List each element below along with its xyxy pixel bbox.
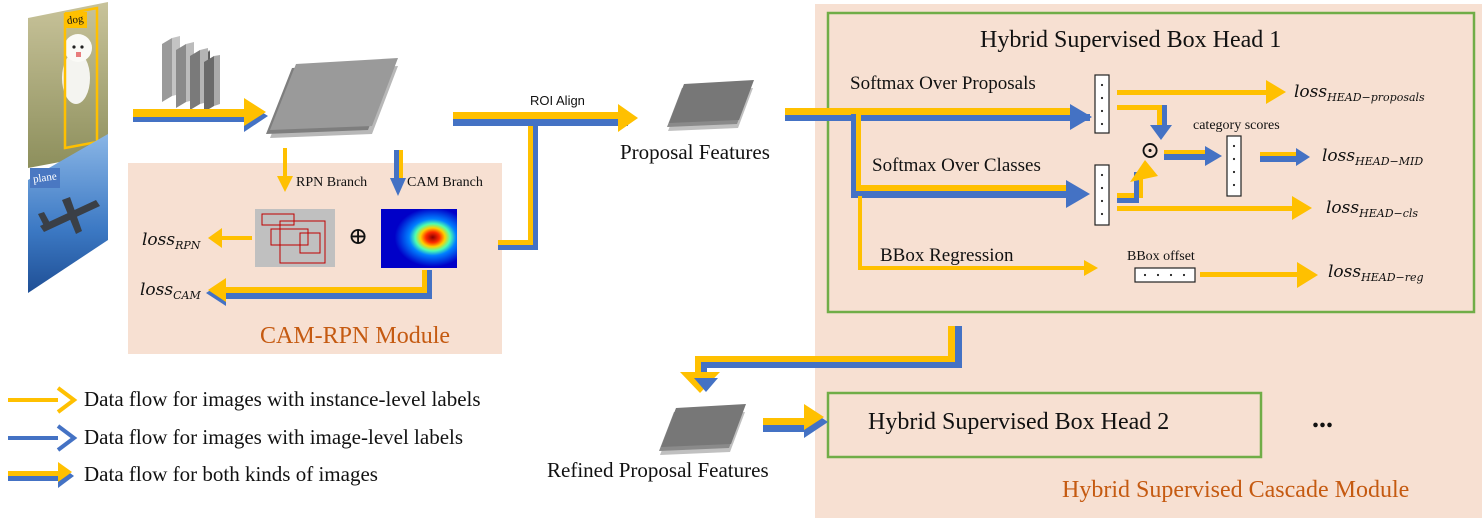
loss-cam-arrow <box>206 270 432 306</box>
cascade-module-label: Hybrid Supervised Cascade Module <box>1062 477 1410 503</box>
head2-title: Hybrid Supervised Box Head 2 <box>868 409 1170 435</box>
refined-features-shape <box>659 404 746 455</box>
loss-head-reg-label: lossHEAD−reg <box>1328 262 1424 284</box>
refine-arrow <box>680 326 962 393</box>
loss-head-proposals-label: lossHEAD−proposals <box>1294 82 1425 104</box>
plane-image <box>28 134 108 293</box>
legend-instance-text: Data flow for images with instance-level… <box>84 387 481 411</box>
proposal-softmax-vector <box>1094 74 1110 134</box>
proposal-features-shape <box>667 80 754 131</box>
input-arrow <box>133 98 268 132</box>
odot-to-scores-arrow <box>1164 146 1222 166</box>
bbox-offset-vector <box>1134 267 1196 283</box>
roi-align-label: ROI Align <box>530 93 585 108</box>
to-odot-arrow-top <box>1117 105 1172 140</box>
softmax-proposals-label: Softmax Over Proposals <box>850 73 1036 94</box>
rpn-branch-arrow <box>277 148 293 192</box>
loss-rpn-arrow <box>208 228 252 248</box>
rpn-branch-label: RPN Branch <box>296 175 368 190</box>
category-scores-label: category scores <box>1193 118 1280 133</box>
loss-proposals-arrow <box>1117 80 1286 104</box>
refined-proposal-features-label: Refined Proposal Features <box>547 458 769 482</box>
backbone-layers <box>162 36 220 112</box>
legend-image-text: Data flow for images with image-level la… <box>84 425 464 449</box>
odot-operator: ⊙ <box>1140 138 1161 164</box>
head2-input-arrow <box>763 404 828 438</box>
feature-map <box>266 58 398 138</box>
head1-box <box>826 11 1476 314</box>
loss-cls-arrow <box>1117 196 1312 220</box>
proposal-features-label: Proposal Features <box>620 140 770 164</box>
legend-instance-arrow <box>8 386 78 414</box>
loss-head-mid-label: lossHEAD−MID <box>1322 146 1424 168</box>
loss-mid-arrow <box>1260 148 1310 166</box>
cam-heatmap <box>381 209 457 268</box>
cascade-module-panel <box>815 4 1482 518</box>
cam-rpn-module-label: CAM-RPN Module <box>260 323 451 349</box>
to-odot-arrow-bottom <box>1117 160 1158 203</box>
rpn-proposals-image <box>255 209 335 267</box>
bbox-offset-label: BBox offset <box>1127 249 1195 264</box>
ellipsis: ... <box>1312 403 1333 434</box>
loss-cam-label: lossCAM <box>140 280 201 302</box>
legend-both-arrow <box>8 462 74 488</box>
roi-align-arrow <box>453 104 638 250</box>
loss-head-cls-label: lossHEAD−cls <box>1326 198 1419 220</box>
dog-label: dog <box>66 12 85 28</box>
legend-image-arrow <box>8 424 78 452</box>
class-softmax-vector <box>1094 164 1110 226</box>
cam-branch-label: CAM Branch <box>407 175 483 190</box>
head2-box <box>826 391 1263 459</box>
head1-title: Hybrid Supervised Box Head 1 <box>980 27 1282 53</box>
legend-both-text: Data flow for both kinds of images <box>84 462 378 486</box>
cam-branch-arrow <box>390 150 406 196</box>
softmax-classes-label: Softmax Over Classes <box>872 155 1041 176</box>
head1-input-arrow <box>785 104 1098 276</box>
dog-image <box>28 2 108 168</box>
bbox-regression-label: BBox Regression <box>880 245 1014 266</box>
loss-reg-arrow <box>1200 262 1318 288</box>
oplus-operator: ⊕ <box>348 224 369 250</box>
category-scores-vector <box>1226 135 1242 197</box>
loss-rpn-label: lossRPN <box>142 230 201 252</box>
